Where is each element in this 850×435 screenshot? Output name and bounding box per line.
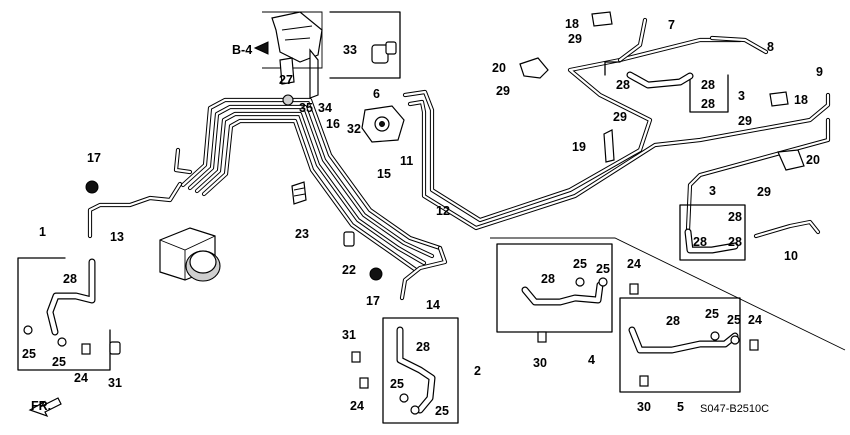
label-19: 19 (572, 140, 586, 154)
label-35: 35 (299, 101, 313, 115)
label-18-upper: 18 (565, 17, 579, 31)
hose-group-2 (351, 317, 459, 424)
label-31-group1: 31 (108, 376, 122, 390)
label-27: 27 (279, 73, 293, 87)
hose-group-4 (496, 243, 613, 343)
hose-group-5 (619, 283, 759, 393)
label-25-group1-b: 25 (52, 355, 66, 369)
section-boundary-line (490, 237, 846, 351)
label-28-group3-b: 28 (701, 78, 715, 92)
front-arrow-label: FR. (31, 399, 51, 413)
front-left-hose-group (17, 257, 121, 371)
label-5: 5 (677, 400, 684, 414)
label-29-mid: 29 (613, 110, 627, 124)
label-25-group5-a: 25 (705, 307, 719, 321)
bracket-assembly (262, 11, 401, 106)
label-29-right-lower: 29 (757, 185, 771, 199)
grommet-17-upper (85, 180, 99, 194)
label-4: 4 (588, 353, 595, 367)
label-28-group4: 28 (541, 272, 555, 286)
label-20-upper: 20 (492, 61, 506, 75)
label-25-group2-b: 25 (435, 404, 449, 418)
label-25-group2-a: 25 (390, 377, 404, 391)
label-23: 23 (295, 227, 309, 241)
label-31-group2: 31 (342, 328, 356, 342)
clip-18-upper (591, 11, 613, 27)
label-32: 32 (347, 122, 361, 136)
ref-b4-label: B-4 (232, 43, 252, 57)
label-25-group4-a: 25 (573, 257, 587, 271)
label-28-group3-a: 28 (616, 78, 630, 92)
label-14: 14 (426, 298, 440, 312)
label-24-group5-right: 24 (748, 313, 762, 327)
label-25-group4-b: 25 (596, 262, 610, 276)
grommet-17-lower (369, 267, 383, 281)
proportioning-valve (361, 105, 405, 143)
label-28-group3-c: 28 (701, 97, 715, 111)
diagram-code: S047-B2510C (700, 403, 769, 415)
label-28-group3r-a: 28 (728, 210, 742, 224)
label-28-group2: 28 (416, 340, 430, 354)
label-12: 12 (436, 204, 450, 218)
rear-brake-pipe (402, 17, 831, 233)
label-10: 10 (784, 249, 798, 263)
bracket-20-right (777, 149, 805, 171)
label-6: 6 (373, 87, 380, 101)
label-25-group1-a: 25 (22, 347, 36, 361)
label-15: 15 (377, 167, 391, 181)
label-30-group5: 30 (637, 400, 651, 414)
label-30-group4: 30 (533, 356, 547, 370)
brake-pipe-bundle (87, 97, 448, 301)
label-24-group1: 24 (74, 371, 88, 385)
label-13: 13 (110, 230, 124, 244)
label-11: 11 (400, 154, 413, 168)
label-20-right: 20 (806, 153, 820, 167)
label-24-group5: 24 (627, 257, 641, 271)
label-25-group5-b: 25 (727, 313, 741, 327)
hose-group-3-right (679, 204, 746, 261)
label-17-upper: 17 (87, 151, 101, 165)
label-28-group3r-b: 28 (693, 235, 707, 249)
bracket-19 (603, 129, 615, 163)
label-29-mid-left: 29 (496, 84, 510, 98)
abs-modulator-unit (159, 227, 221, 282)
front-direction-arrow (28, 397, 62, 418)
label-29-right: 29 (738, 114, 752, 128)
label-28-group3r-c: 28 (728, 235, 742, 249)
clip-18-right (769, 91, 789, 107)
label-24-group2: 24 (350, 399, 364, 413)
part-labels: B-4 33 27 35 34 6 16 32 15 11 12 23 22 1… (22, 17, 823, 418)
label-17-lower: 17 (366, 294, 380, 308)
hose-group-3-upper (604, 61, 729, 113)
label-18-right: 18 (794, 93, 808, 107)
label-22: 22 (342, 263, 356, 277)
label-2: 2 (474, 364, 481, 378)
label-34: 34 (318, 101, 332, 115)
pipe-clip-22 (343, 231, 355, 247)
label-7: 7 (668, 18, 675, 32)
label-3-upper: 3 (738, 89, 745, 103)
label-3-right: 3 (709, 184, 716, 198)
label-28-group1: 28 (63, 272, 77, 286)
reference-arrow-icon (253, 41, 269, 55)
label-29-upper: 29 (568, 32, 582, 46)
label-8: 8 (767, 40, 774, 54)
label-33: 33 (343, 43, 357, 57)
label-28-group5: 28 (666, 314, 680, 328)
label-9: 9 (816, 65, 823, 79)
bracket-20-upper (519, 57, 549, 79)
label-16: 16 (326, 117, 340, 131)
label-1: 1 (39, 225, 46, 239)
pipe-clip-23 (291, 181, 307, 205)
